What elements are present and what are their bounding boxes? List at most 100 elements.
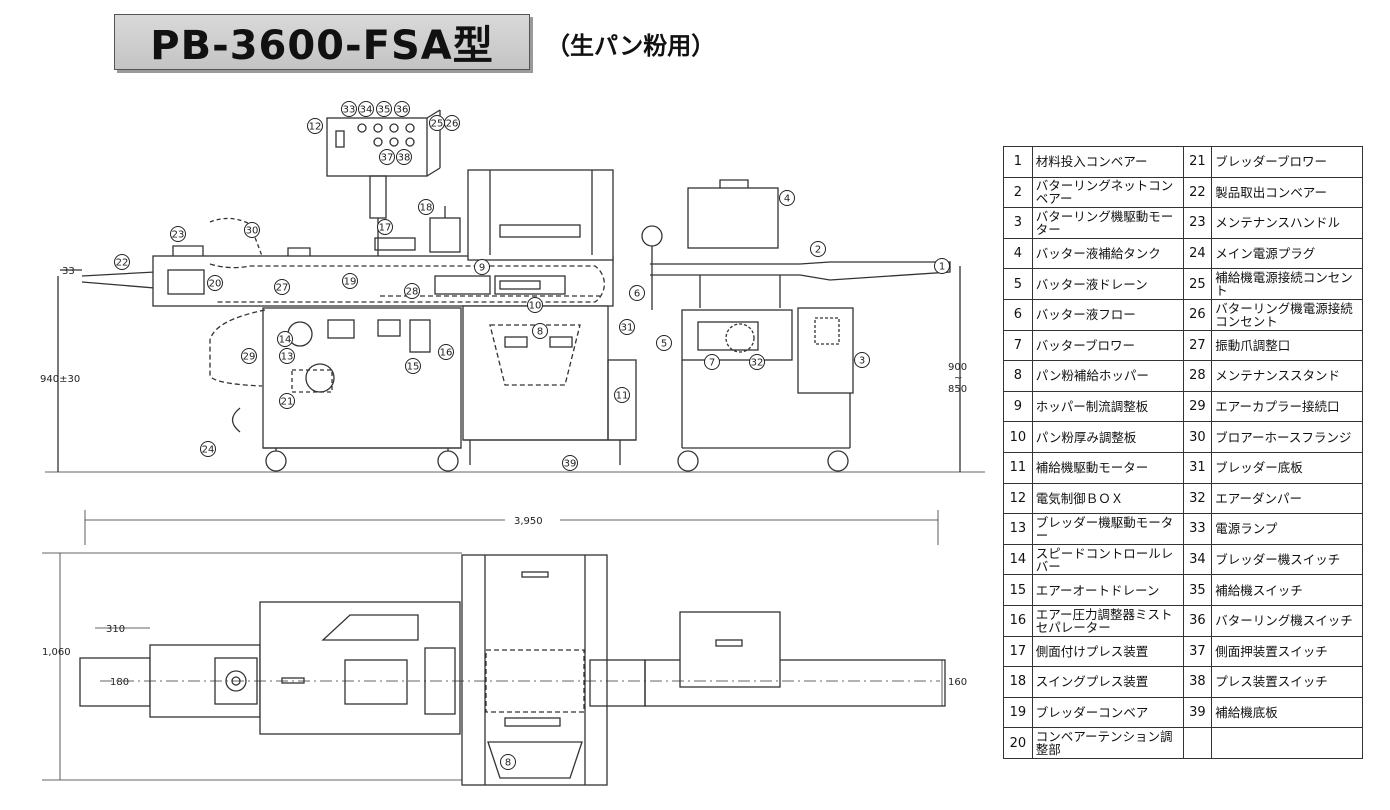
- callout-number: 9: [479, 263, 485, 274]
- part-number: 21: [1182, 146, 1213, 178]
- part-name: メンテナンスハンドル: [1211, 207, 1363, 239]
- part-name: 振動爪調整口: [1211, 329, 1363, 362]
- callout-37: 37: [379, 149, 395, 165]
- part-number: 28: [1182, 360, 1213, 392]
- part-name: プレス装置スイッチ: [1211, 666, 1363, 698]
- part-name: バターリング機駆動モーター: [1031, 207, 1184, 239]
- part-name: エアーオートドレーン: [1031, 574, 1184, 606]
- part-name: 側面付けプレス装置: [1031, 635, 1184, 668]
- part-number: 10: [1003, 421, 1033, 453]
- callout-10: 10: [527, 297, 543, 313]
- callout-14: 14: [277, 331, 293, 347]
- callout-number: 14: [279, 335, 292, 346]
- callout-number: 36: [396, 105, 409, 116]
- callout-number: 5: [661, 339, 667, 350]
- callout-29: 29: [241, 348, 257, 364]
- callout-number: 11: [616, 391, 629, 402]
- part-name: ブレッダー底板: [1211, 451, 1363, 484]
- dim-height-right-top: 900: [948, 362, 967, 373]
- callout-number: 6: [634, 289, 640, 300]
- callout-36: 36: [394, 101, 410, 117]
- callout-8-plan: 8: [500, 754, 516, 770]
- part-number: 20: [1003, 727, 1033, 759]
- part-name: 補給機電源接続コンセント: [1211, 268, 1363, 300]
- part-number: 5: [1003, 268, 1033, 300]
- part-name: ホッパー制流調整板: [1031, 390, 1184, 423]
- part-number: 22: [1182, 176, 1213, 209]
- callout-4: 4: [779, 190, 795, 206]
- dim-outlet-width: 160: [948, 677, 967, 688]
- part-name: バッターブロワー: [1031, 329, 1184, 362]
- callout-number: 23: [172, 230, 185, 241]
- callout-number: 8: [505, 758, 511, 769]
- part-number: 4: [1003, 237, 1033, 270]
- part-name: エアーダンパー: [1211, 482, 1363, 515]
- callout-number: 26: [446, 119, 459, 130]
- callout-17: 17: [377, 219, 393, 235]
- part-number: 1: [1003, 146, 1033, 178]
- callout-number: 2: [815, 245, 821, 256]
- callout-31: 31: [619, 319, 635, 335]
- callout-number: 8: [537, 327, 543, 338]
- part-name: バターリング機電源接続コンセント: [1211, 298, 1363, 331]
- callout-1: 1: [934, 258, 950, 274]
- callout-7: 7: [704, 354, 720, 370]
- part-number: 31: [1182, 451, 1213, 484]
- callout-12: 12: [307, 118, 323, 134]
- callout-number: 10: [529, 301, 542, 312]
- part-number: 34: [1182, 543, 1213, 576]
- part-name: 補給機駆動モーター: [1031, 451, 1184, 484]
- part-number: 23: [1182, 207, 1213, 239]
- part-number: 19: [1003, 696, 1033, 729]
- part-number: 24: [1182, 237, 1213, 270]
- callout-number: 25: [431, 119, 444, 130]
- part-number: 15: [1003, 574, 1033, 606]
- callout-number: 12: [309, 122, 322, 133]
- part-number: 13: [1003, 513, 1033, 545]
- callout-23: 23: [170, 226, 186, 242]
- callout-13: 13: [279, 348, 295, 364]
- callout-number: 31: [621, 323, 634, 334]
- dim-overall-length: 3,950: [514, 516, 543, 527]
- callout-number: 28: [406, 287, 419, 298]
- callout-32: 32: [749, 354, 765, 370]
- callout-number: 17: [379, 223, 392, 234]
- part-name: 補給機底板: [1211, 696, 1363, 729]
- part-number: 2: [1003, 176, 1033, 209]
- callout-number: 35: [378, 105, 391, 116]
- part-number: 33: [1182, 513, 1213, 545]
- callout-21: 21: [279, 393, 295, 409]
- part-callouts: 1234567889101112131415161718192021222324…: [114, 101, 950, 770]
- callout-18: 18: [418, 199, 434, 215]
- part-name: スイングプレス装置: [1031, 666, 1184, 698]
- callout-26: 26: [444, 115, 460, 131]
- callout-number: 22: [116, 258, 129, 269]
- callout-number: 3: [859, 356, 865, 367]
- callout-39: 39: [562, 455, 578, 471]
- callout-27: 27: [274, 279, 290, 295]
- part-name: ブレッダーブロワー: [1211, 146, 1363, 178]
- part-name: 電源ランプ: [1211, 513, 1363, 545]
- part-name: バッター液フロー: [1031, 298, 1184, 331]
- part-number: 32: [1182, 482, 1213, 515]
- model-subtitle: （生パン粉用）: [546, 32, 716, 60]
- callout-16: 16: [438, 344, 454, 360]
- part-name: パン粉補給ホッパー: [1031, 360, 1184, 392]
- callout-33: 33: [341, 101, 357, 117]
- empty-cell: [1211, 727, 1363, 759]
